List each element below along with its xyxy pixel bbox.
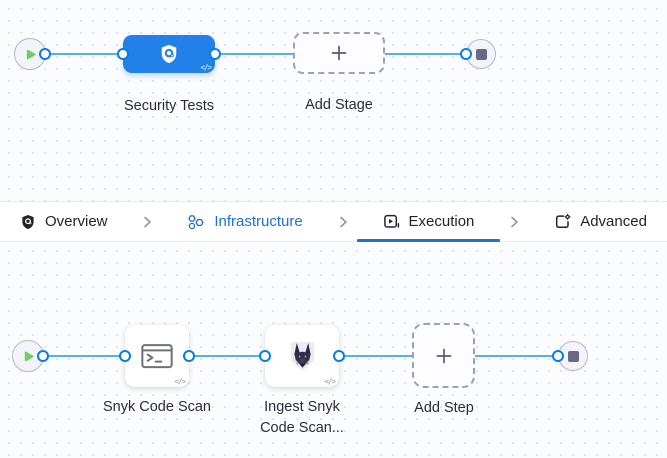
connector-edge bbox=[339, 355, 412, 357]
connector-port[interactable] bbox=[39, 48, 51, 60]
code-icon: </> bbox=[324, 376, 336, 386]
snyk-dog-icon bbox=[290, 341, 314, 370]
plus-icon bbox=[436, 348, 451, 363]
execution-play-icon bbox=[383, 214, 399, 228]
stage-config-tab-bar: Overview Infrastructure Execution Advanc… bbox=[0, 201, 667, 242]
code-icon: </> bbox=[200, 62, 212, 72]
connector-port[interactable] bbox=[333, 350, 345, 362]
advanced-gear-icon bbox=[556, 213, 571, 229]
play-icon bbox=[26, 49, 36, 59]
stop-icon bbox=[567, 350, 579, 362]
connector-edge bbox=[384, 53, 466, 55]
tab-label: Overview bbox=[45, 213, 108, 230]
stage-graph-canvas[interactable]: </> Security Tests Add Stage bbox=[0, 0, 667, 201]
connector-port[interactable] bbox=[209, 48, 221, 60]
chevron-right-icon bbox=[139, 214, 155, 230]
add-step-button[interactable] bbox=[412, 323, 475, 388]
terminal-icon bbox=[141, 343, 173, 368]
chevron-right-icon bbox=[335, 214, 351, 230]
play-icon bbox=[24, 351, 34, 361]
connector-port[interactable] bbox=[183, 350, 195, 362]
connector-port[interactable] bbox=[119, 350, 131, 362]
shield-scan-icon bbox=[161, 44, 177, 64]
connector-edge bbox=[45, 53, 123, 55]
connector-edge bbox=[189, 355, 265, 357]
step-label[interactable]: Ingest Snyk Code Scan... bbox=[260, 399, 344, 437]
connector-port[interactable] bbox=[117, 48, 129, 60]
add-stage-label[interactable]: Add Stage bbox=[305, 97, 373, 113]
tab-overview[interactable]: Overview bbox=[20, 202, 108, 241]
connector-port[interactable] bbox=[552, 350, 564, 362]
tab-label: Execution bbox=[408, 213, 475, 230]
add-stage-button[interactable] bbox=[293, 32, 385, 74]
execution-graph-canvas[interactable]: </> </> Snyk Code Scan Ingest Snyk Code … bbox=[0, 242, 667, 458]
connector-edge bbox=[43, 355, 125, 357]
tab-label: Advanced bbox=[580, 213, 647, 230]
step-label[interactable]: Snyk Code Scan bbox=[102, 399, 211, 415]
step-node-snyk-code-scan[interactable]: </> bbox=[125, 325, 189, 387]
tab-execution[interactable]: Execution bbox=[356, 202, 501, 242]
tab-label: Infrastructure bbox=[214, 213, 303, 230]
shield-check-icon bbox=[22, 214, 34, 229]
tab-advanced[interactable]: Advanced bbox=[554, 202, 647, 241]
connector-port[interactable] bbox=[259, 350, 271, 362]
infrastructure-hexagons-icon bbox=[188, 214, 204, 229]
chevron-right-icon bbox=[506, 214, 522, 230]
tab-infrastructure[interactable]: Infrastructure bbox=[187, 202, 303, 241]
code-icon: </> bbox=[174, 376, 186, 386]
connector-edge bbox=[215, 53, 293, 55]
stage-node-security-tests[interactable]: </> bbox=[123, 35, 215, 73]
step-node-ingest-snyk[interactable]: </> bbox=[265, 325, 339, 387]
stage-label[interactable]: Security Tests bbox=[124, 98, 214, 114]
plus-icon bbox=[331, 45, 347, 61]
stop-icon bbox=[475, 48, 487, 60]
pipeline-end-node[interactable] bbox=[466, 39, 496, 69]
connector-port[interactable] bbox=[460, 48, 472, 60]
add-step-label[interactable]: Add Step bbox=[414, 400, 474, 416]
connector-edge bbox=[475, 355, 552, 357]
connector-port[interactable] bbox=[37, 350, 49, 362]
